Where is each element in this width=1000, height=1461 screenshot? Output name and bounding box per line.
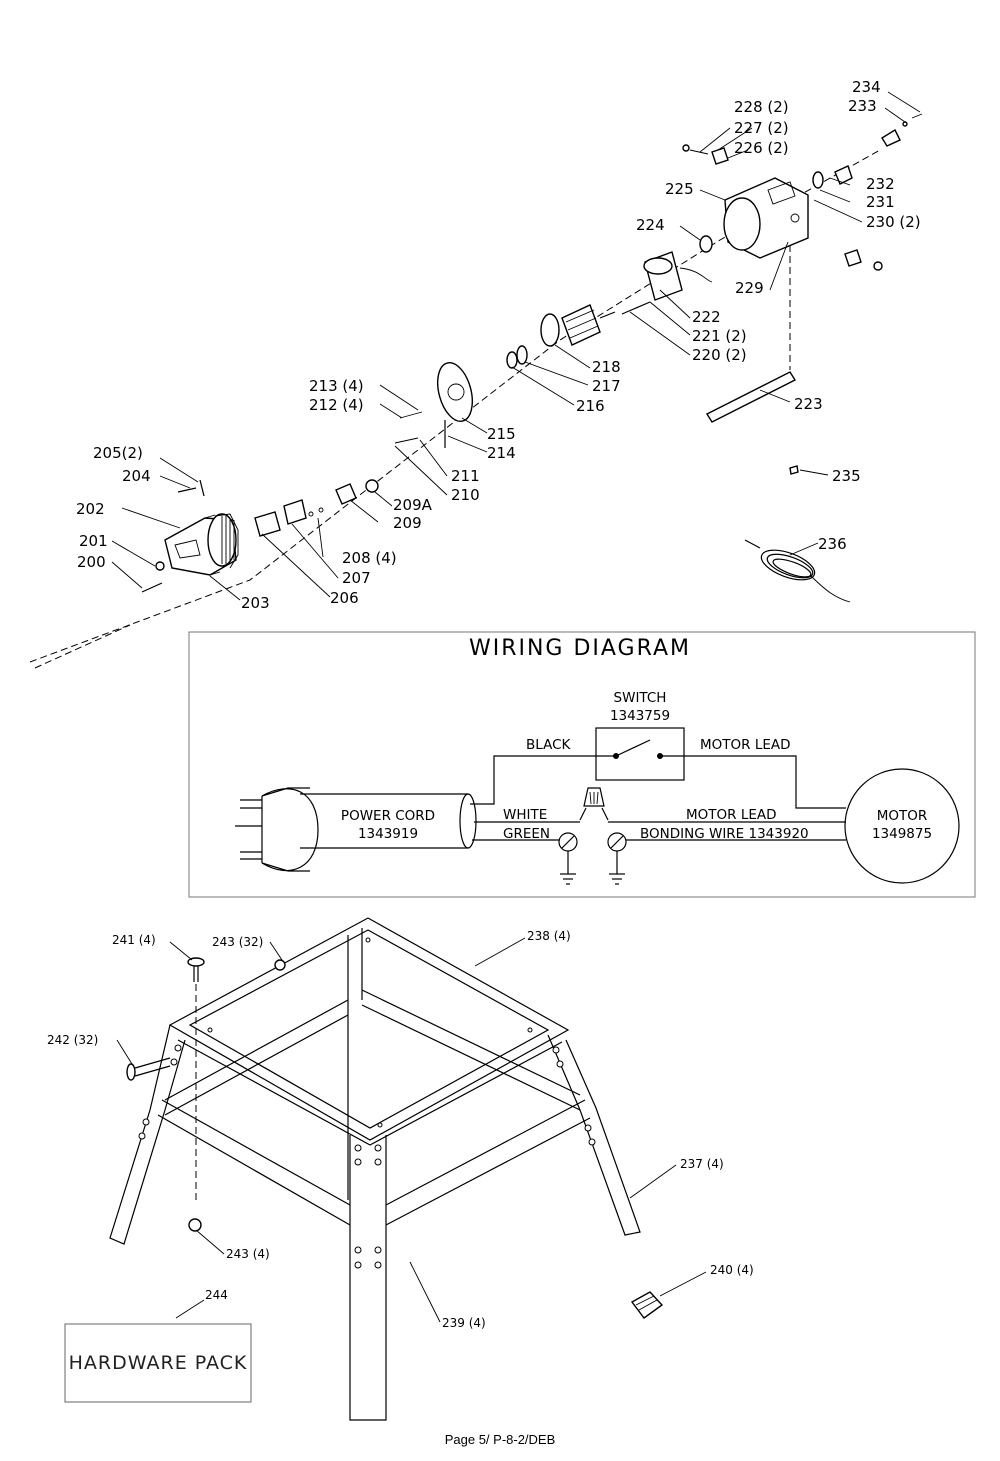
wire-nut	[579, 787, 609, 821]
green-wire-label: GREEN	[503, 826, 550, 842]
carriage-bolt-242	[126, 1057, 171, 1081]
motor-lead-top-label: MOTOR LEAD	[700, 737, 791, 753]
brush-covers	[254, 499, 324, 537]
brush-holder	[335, 479, 379, 505]
nut-243-top	[274, 959, 286, 971]
callout-222: 222	[692, 308, 721, 326]
callout-207: 207	[342, 569, 371, 587]
callout-214: 214	[487, 444, 516, 462]
callout-227: 227 (2)	[734, 119, 789, 137]
callout-229: 229	[735, 279, 764, 297]
motor-end-cap	[164, 513, 239, 576]
callout-220: 220 (2)	[692, 346, 747, 364]
callout-209: 209	[393, 514, 422, 532]
callout-239: 239 (4)	[442, 1316, 486, 1330]
armature	[540, 304, 616, 347]
wiring-diagram: WIRING DIAGRAM POWER CORD 1343919 SWITCH…	[188, 631, 976, 898]
callout-226: 226 (2)	[734, 139, 789, 157]
callout-243-bottom: 243 (4)	[226, 1247, 270, 1261]
motor-exploded-view	[29, 113, 923, 669]
nut-243-bottom	[188, 1218, 202, 1232]
callout-228: 228 (2)	[734, 98, 789, 116]
callout-206: 206	[330, 589, 359, 607]
power-cord-number: 1343919	[358, 826, 418, 842]
wiring-diagram-title: WIRING DIAGRAM	[469, 636, 691, 661]
field-assembly	[621, 251, 713, 315]
ground-screw-left	[558, 832, 578, 885]
callout-237: 237 (4)	[680, 1157, 724, 1171]
callout-243-top: 243 (32)	[212, 935, 263, 949]
carriage-bolt-241	[187, 957, 205, 1200]
callout-231: 231	[866, 193, 895, 211]
callout-234: 234	[852, 78, 881, 96]
callout-211: 211	[451, 467, 480, 485]
motor-label: MOTOR	[877, 808, 928, 824]
callout-202: 202	[76, 500, 105, 518]
callout-241: 241 (4)	[112, 933, 156, 947]
foot-240	[630, 1291, 664, 1319]
callout-240: 240 (4)	[710, 1263, 754, 1277]
shaft-key	[706, 245, 796, 423]
motor-housing	[723, 177, 809, 259]
hardware-pack-label: HARDWARE PACK	[69, 1352, 248, 1374]
callout-210: 210	[451, 486, 480, 504]
switch-box	[595, 727, 685, 781]
bonding-wire-label: BONDING WIRE 1343920	[640, 826, 809, 842]
black-wire-label: BLACK	[526, 737, 572, 753]
bearing-cap	[812, 165, 853, 189]
callout-233: 233	[848, 97, 877, 115]
brush-caps-top	[682, 144, 729, 165]
brush-caps-bottom	[844, 249, 883, 271]
callout-213: 213 (4)	[309, 377, 364, 395]
callout-221: 221 (2)	[692, 327, 747, 345]
callout-223: 223	[794, 395, 823, 413]
callout-217: 217	[592, 377, 621, 395]
callout-235: 235	[832, 467, 861, 485]
callout-201: 201	[79, 532, 108, 550]
callout-200: 200	[77, 553, 106, 571]
ground-screw-right	[607, 832, 627, 885]
callout-209a: 209A	[393, 496, 433, 514]
callout-242: 242 (32)	[47, 1033, 98, 1047]
callout-205: 205(2)	[93, 444, 143, 462]
end-screw	[881, 113, 923, 147]
motor-number: 1349875	[872, 826, 932, 842]
callout-230: 230 (2)	[866, 213, 921, 231]
white-wire-label: WHITE	[503, 807, 547, 823]
callout-238: 238 (4)	[527, 929, 571, 943]
callout-225: 225	[665, 180, 694, 198]
part-235	[789, 465, 799, 475]
callout-218: 218	[592, 358, 621, 376]
callout-224: 224	[636, 216, 665, 234]
power-cord-label: POWER CORD	[341, 808, 435, 824]
bearing-224	[699, 235, 713, 253]
stand	[109, 917, 664, 1421]
washer-216	[506, 351, 518, 369]
fan	[394, 362, 473, 448]
switch-number: 1343759	[610, 708, 670, 724]
callout-216: 216	[576, 397, 605, 415]
callout-232: 232	[866, 175, 895, 193]
washer-217	[516, 345, 528, 365]
motor-lead-mid-label: MOTOR LEAD	[686, 807, 777, 823]
leader-lines	[111, 91, 921, 601]
plug	[235, 787, 319, 872]
screws-200-205	[141, 479, 205, 593]
callout-203: 203	[241, 594, 270, 612]
callout-212: 212 (4)	[309, 396, 364, 414]
callout-208: 208 (4)	[342, 549, 397, 567]
hardware-pack: HARDWARE PACK	[64, 1323, 252, 1403]
page-footer: Page 5/ P-8-2/DEB	[444, 1432, 556, 1447]
callout-244: 244	[205, 1288, 228, 1302]
callout-215: 215	[487, 425, 516, 443]
callout-204: 204	[122, 467, 151, 485]
stand-leader-lines	[116, 937, 707, 1323]
switch-label: SWITCH	[614, 690, 667, 706]
callout-236: 236	[818, 535, 847, 553]
motor-symbol	[844, 768, 960, 884]
